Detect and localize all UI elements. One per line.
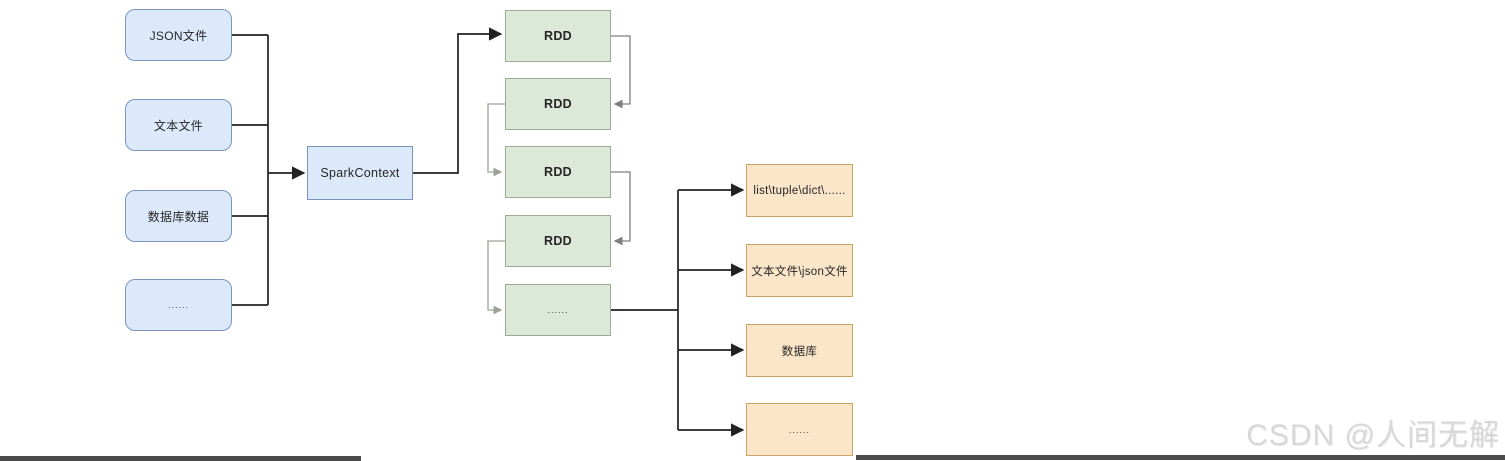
source-json-file: JSON文件 xyxy=(125,9,232,61)
source-text-file: 文本文件 xyxy=(125,99,232,151)
bottom-bar-right xyxy=(856,455,1505,460)
csdn-watermark: CSDN @人间无解 xyxy=(1246,419,1500,452)
rdd-node-2: RDD xyxy=(505,78,611,130)
node-label: ...... xyxy=(547,305,569,315)
wire-rdd3-to-rdd4 xyxy=(611,171,631,246)
rdd-node-1: RDD xyxy=(505,10,611,62)
node-label: 数据库数据 xyxy=(147,209,210,224)
node-label: SparkContext xyxy=(320,166,400,180)
output-ellipsis: ...... xyxy=(746,403,853,456)
node-label: list\tuple\dict\...... xyxy=(753,184,846,197)
source-ellipsis: ...... xyxy=(125,279,232,331)
rdd-node-4: RDD xyxy=(505,215,611,267)
output-list-tuple-dict: list\tuple\dict\...... xyxy=(746,164,853,217)
node-label: 文本文件 xyxy=(153,118,204,133)
source-database-data: 数据库数据 xyxy=(125,190,232,242)
wire-rdd1-to-rdd2 xyxy=(611,35,631,109)
wire-rdd2-to-rdd3 xyxy=(487,103,505,177)
sparkcontext-node: SparkContext xyxy=(307,146,413,200)
wire-sources-trunk xyxy=(232,34,269,306)
node-label: 文本文件\json文件 xyxy=(751,265,848,278)
rdd-node-3: RDD xyxy=(505,146,611,198)
wire-rdd5-to-branch-trunk xyxy=(611,190,679,430)
wire-rdd4-to-rdd5 xyxy=(487,240,505,315)
node-label: RDD xyxy=(544,234,572,248)
wire-sparkcontext-to-rdd1 xyxy=(413,27,503,174)
output-database: 数据库 xyxy=(746,324,853,377)
node-label: RDD xyxy=(544,97,572,111)
node-label: JSON文件 xyxy=(149,28,208,43)
node-label: 数据库 xyxy=(781,345,818,358)
node-label: RDD xyxy=(544,165,572,179)
node-label: ...... xyxy=(788,424,810,435)
node-label: RDD xyxy=(544,29,572,43)
output-text-json-file: 文本文件\json文件 xyxy=(746,244,853,297)
node-label: ...... xyxy=(167,300,189,310)
bottom-bar-left xyxy=(0,456,361,461)
rdd-node-ellipsis: ...... xyxy=(505,284,611,336)
